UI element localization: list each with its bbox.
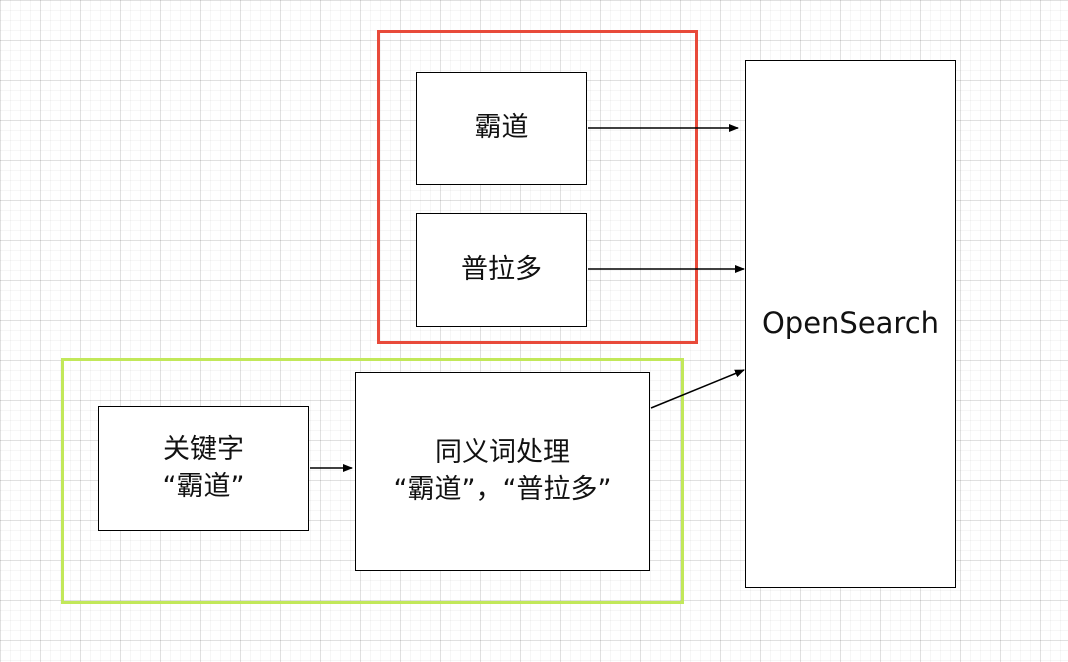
node-synonym-line2: “霸道”，“普拉多” bbox=[393, 473, 612, 505]
node-pulado[interactable]: 普拉多 bbox=[416, 213, 587, 327]
node-badao[interactable]: 霸道 bbox=[416, 72, 587, 185]
node-synonym-processing[interactable]: 同义词处理 “霸道”，“普拉多” bbox=[355, 372, 650, 571]
node-keyword-line1: 关键字 bbox=[163, 434, 244, 466]
node-opensearch-label: OpenSearch bbox=[761, 306, 940, 341]
edge-synonym-to-opensearch bbox=[650, 369, 745, 409]
node-opensearch[interactable]: OpenSearch bbox=[745, 60, 956, 588]
node-pulado-label: 普拉多 bbox=[461, 253, 542, 285]
node-badao-label: 霸道 bbox=[474, 112, 529, 144]
node-keyword[interactable]: 关键字 “霸道” bbox=[98, 406, 309, 531]
green-highlight-group bbox=[61, 358, 684, 604]
red-highlight-group bbox=[377, 30, 698, 344]
node-keyword-line2: “霸道” bbox=[162, 470, 245, 502]
node-synonym-line1: 同义词处理 bbox=[435, 437, 570, 469]
